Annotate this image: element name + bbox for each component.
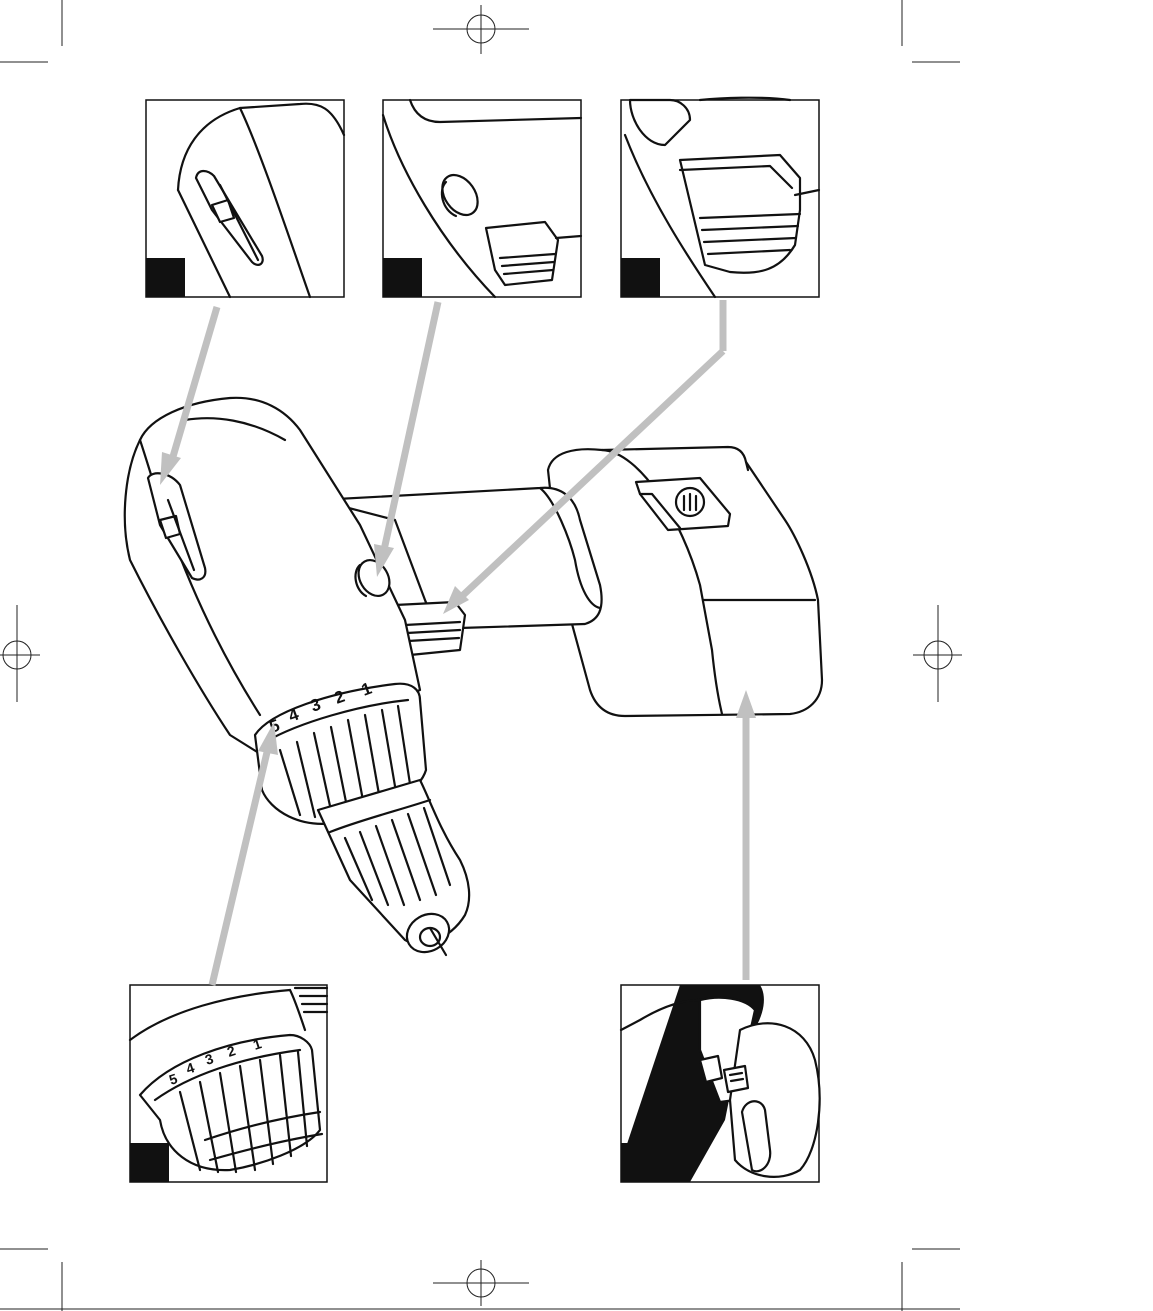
registration-mark-bottom bbox=[433, 1260, 529, 1306]
inset-trigger bbox=[621, 98, 819, 297]
callout-badge-5 bbox=[621, 1143, 660, 1182]
inset-torque-collar: 1 2 3 4 5 bbox=[130, 985, 327, 1182]
inset-battery-release bbox=[621, 985, 820, 1182]
callout-badge-2 bbox=[383, 258, 422, 297]
arrow-torque-collar bbox=[212, 722, 278, 985]
callout-badge-1 bbox=[146, 258, 185, 297]
inset-direction-switch bbox=[146, 100, 344, 297]
registration-mark-top bbox=[433, 5, 529, 54]
drill-main: 1 2 3 4 5 bbox=[125, 398, 822, 960]
arrow-battery-release bbox=[736, 690, 756, 980]
callout-badge-4 bbox=[130, 1143, 169, 1182]
registration-mark-right bbox=[913, 605, 962, 702]
callout-badge-3 bbox=[621, 258, 660, 297]
registration-mark-left bbox=[0, 605, 40, 702]
inset-lock-button bbox=[383, 100, 581, 297]
chuck bbox=[318, 780, 469, 960]
